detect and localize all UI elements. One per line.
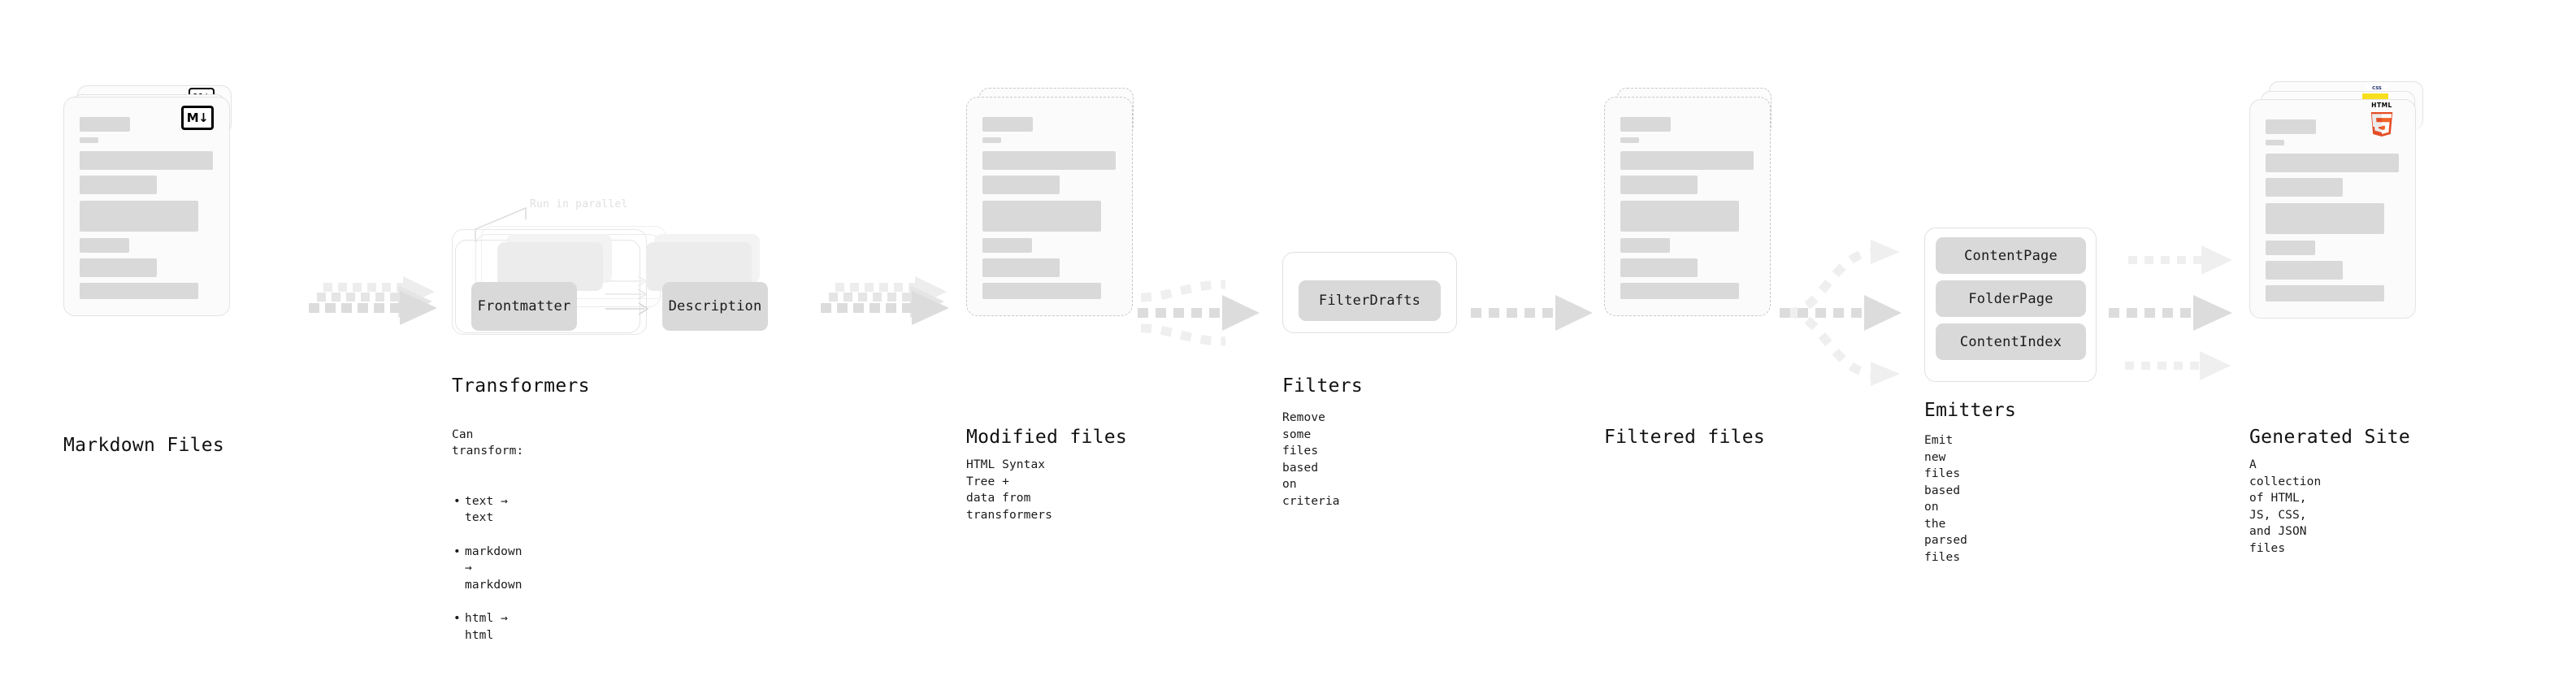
arrow-filters-to-filtered — [1471, 295, 1593, 331]
skeleton-sub — [2266, 140, 2284, 145]
skeleton-line-4 — [80, 238, 129, 253]
stage-title-modified-files: Modified files — [966, 427, 1128, 448]
arrow-emitters-to-site — [2109, 245, 2232, 380]
stage-title-markdown-files: Markdown Files — [63, 435, 225, 456]
stage-title-transformers: Transformers — [452, 375, 590, 397]
skeleton-title — [982, 117, 1033, 132]
modified-file-card — [966, 97, 1133, 316]
skeleton-line-1 — [1620, 151, 1754, 170]
skeleton-sub — [982, 137, 1001, 143]
stage-title-filtered-files: Filtered files — [1604, 427, 1766, 448]
stage-subtitle-transformers: Can transform: text → text markdown → ma… — [452, 410, 523, 677]
skeleton-line-5 — [982, 258, 1060, 277]
skeleton-line-2 — [2266, 178, 2343, 197]
emitters-pill-folderpage[interactable]: FolderPage — [1936, 280, 2086, 317]
html5-badge: HTML — [2370, 102, 2394, 139]
arrow-filtered-to-emitters — [1780, 240, 1902, 386]
arrow-modified-to-filters — [1138, 280, 1260, 346]
transformer-inner-arrows — [605, 275, 649, 315]
skeleton-line-5 — [80, 258, 157, 277]
skeleton-line-1 — [80, 151, 213, 170]
stage-title-filters: Filters — [1282, 375, 1364, 397]
skeleton-line-5 — [2266, 261, 2343, 280]
skeleton-title — [2266, 119, 2316, 134]
html5-badge-wordmark: HTML — [2371, 102, 2392, 109]
skeleton-line-6 — [982, 283, 1101, 299]
skeleton-line-1 — [982, 151, 1116, 170]
filtered-file-card — [1604, 97, 1771, 316]
skeleton-line-3 — [982, 201, 1101, 232]
stage-subtitle-generated-site: A collection of HTML, JS, CSS, and JSON … — [2249, 458, 2322, 555]
transformers-bullet-0: text → text — [453, 493, 523, 527]
skeleton-line-1 — [2266, 154, 2399, 172]
emitters-box — [1924, 228, 2097, 382]
markdown-file-card — [63, 97, 230, 316]
stage-title-emitters: Emitters — [1924, 400, 2017, 421]
stage-subtitle-emitters: Emit new files based on the parsed files — [1924, 434, 1967, 565]
stage-subtitle-filters: Remove some files based on criteria — [1282, 411, 1340, 508]
generated-site-card — [2249, 99, 2416, 319]
skeleton-line-6 — [80, 283, 198, 299]
skeleton-line-3 — [2266, 203, 2384, 234]
markdown-badge: M↓ — [181, 106, 214, 130]
stage-subtitle-modified-files: HTML Syntax Tree + data from transformer… — [966, 458, 1052, 522]
transformers-subtitle-lead: Can transform: — [452, 427, 524, 458]
skeleton-title — [1620, 117, 1671, 132]
skeleton-sub — [1620, 137, 1639, 143]
arrow-transformers-to-modified — [821, 276, 949, 325]
run-in-parallel-label: Run in parallel — [530, 198, 628, 210]
skeleton-title — [80, 117, 130, 132]
skeleton-line-2 — [1620, 176, 1698, 194]
skeleton-line-4 — [982, 238, 1032, 253]
arrow-markdown-to-transformers — [309, 276, 437, 325]
emitters-pill-contentpage[interactable]: ContentPage — [1936, 237, 2086, 274]
skeleton-line-2 — [80, 176, 157, 194]
skeleton-line-4 — [1620, 238, 1670, 253]
skeleton-line-3 — [1620, 201, 1739, 232]
transformer-pill-frontmatter[interactable]: Frontmatter — [471, 282, 577, 331]
emitters-pill-contentindex[interactable]: ContentIndex — [1936, 323, 2086, 360]
skeleton-line-6 — [2266, 285, 2384, 301]
skeleton-line-5 — [1620, 258, 1698, 277]
filters-box — [1282, 252, 1457, 333]
filters-pill-filterdrafts[interactable]: FilterDrafts — [1299, 280, 1441, 321]
skeleton-line-6 — [1620, 283, 1739, 299]
skeleton-sub — [80, 137, 98, 143]
skeleton-line-2 — [982, 176, 1060, 194]
stage-title-generated-site: Generated Site — [2249, 427, 2411, 448]
parallel-bracket — [475, 206, 527, 242]
transformer-pill-description[interactable]: Description — [662, 282, 768, 331]
transformers-bullet-1: markdown → markdown — [453, 544, 523, 594]
transformers-bullet-2: html → html — [453, 610, 523, 644]
skeleton-line-3 — [80, 201, 198, 232]
skeleton-line-4 — [2266, 241, 2315, 255]
